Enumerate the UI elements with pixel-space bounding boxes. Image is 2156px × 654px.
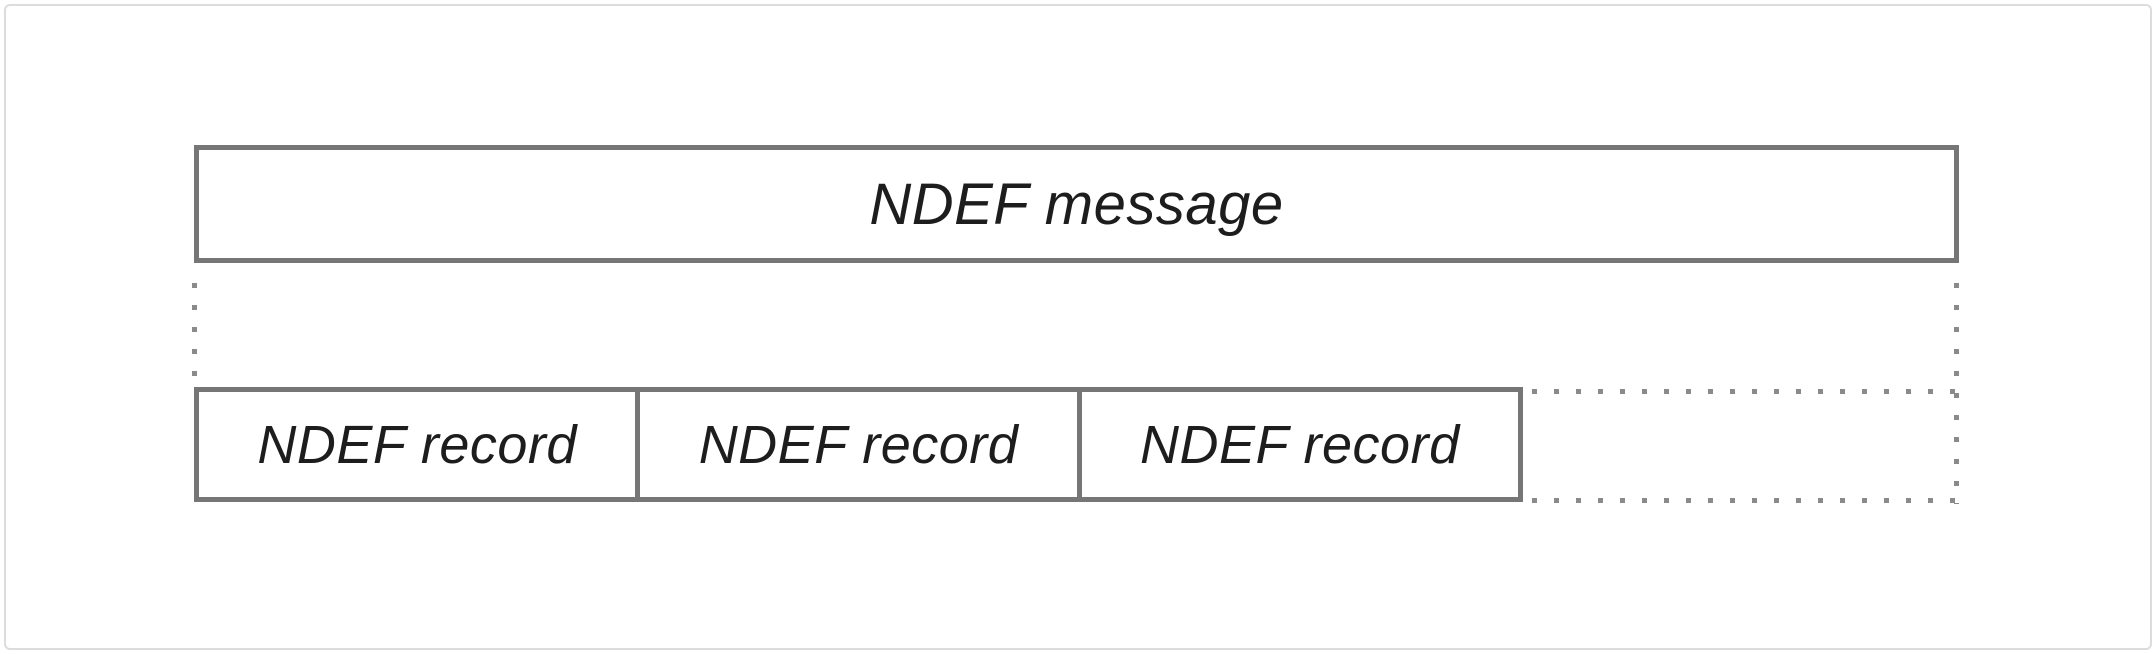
ndef-record-label: NDEF record xyxy=(1140,414,1460,475)
connector-dotted-right-icon xyxy=(1954,283,1959,504)
ndef-record-box: NDEF record xyxy=(635,392,1076,497)
ndef-message-box: NDEF message xyxy=(194,145,1959,263)
diagram-frame xyxy=(4,4,2152,650)
connector-dotted-left-icon xyxy=(192,283,197,383)
ndef-record-box: NDEF record xyxy=(1076,392,1518,497)
ndef-record-label: NDEF record xyxy=(257,414,577,475)
connector-dotted-bottom-icon xyxy=(1532,498,1956,503)
connector-dotted-top-icon xyxy=(1532,389,1956,394)
ndef-message-label: NDEF message xyxy=(869,171,1284,237)
ndef-record-label: NDEF record xyxy=(698,414,1019,475)
ndef-record-row: NDEF record NDEF record NDEF record xyxy=(194,387,1523,502)
ndef-record-box: NDEF record xyxy=(199,392,635,497)
